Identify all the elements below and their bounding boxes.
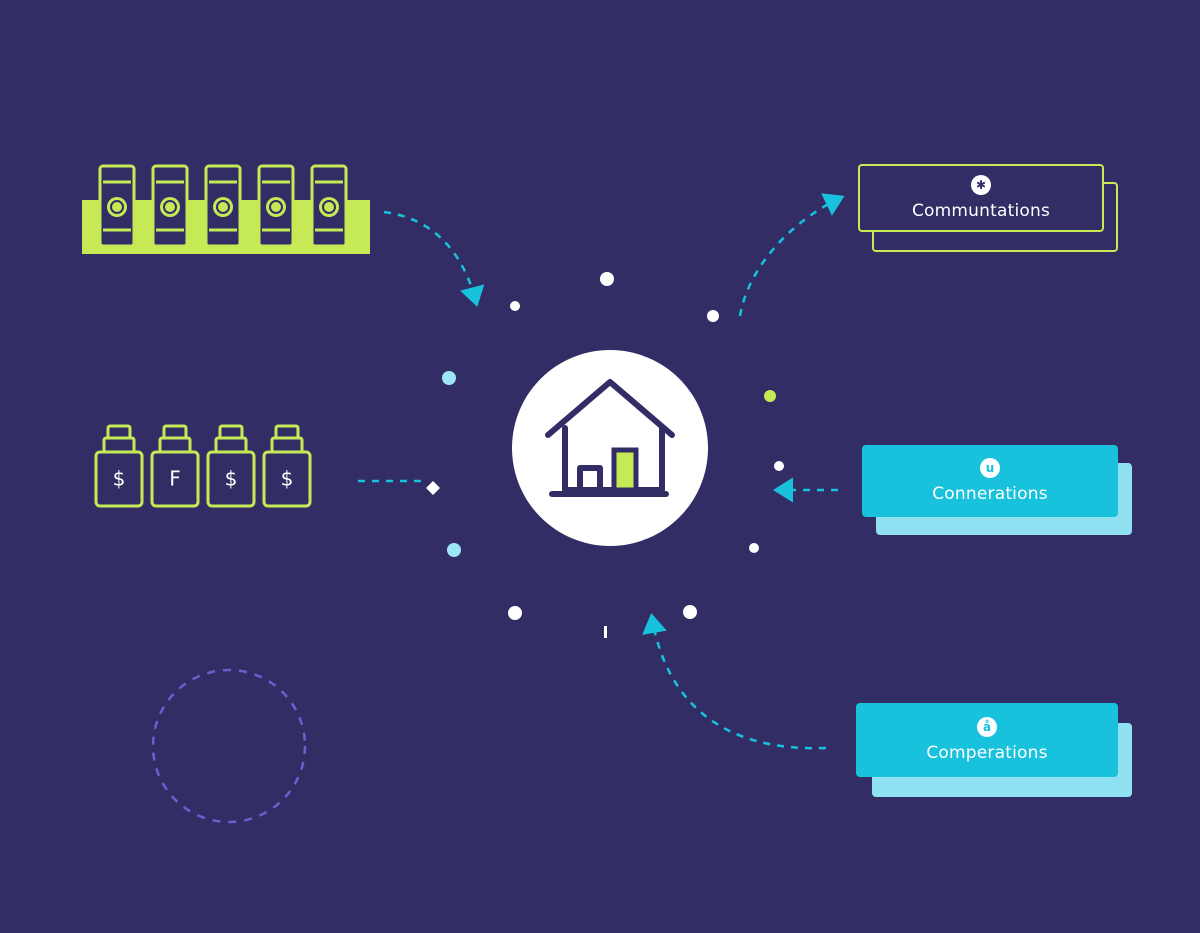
money-bag-label: $ — [113, 467, 126, 491]
scatter-dot — [600, 272, 614, 286]
tick-mark — [604, 626, 607, 638]
person-icon: å — [977, 717, 997, 737]
money-bag-icon: $ — [262, 424, 312, 508]
money-bag-icon: $ — [94, 424, 144, 508]
house-window — [577, 465, 603, 493]
card-label: Connerations — [932, 484, 1048, 504]
scatter-dot — [508, 606, 522, 620]
decorative-ring — [151, 668, 307, 824]
coin-jar-icon — [151, 164, 189, 248]
house-roof — [545, 379, 675, 438]
center-hub — [512, 350, 708, 546]
connerations-card[interactable]: u Connerations — [862, 445, 1134, 537]
coin-jar-strip — [82, 164, 370, 254]
arrow-from-coins — [383, 210, 485, 307]
coin-jar-icon — [310, 164, 348, 248]
card-label: Comperations — [926, 743, 1048, 763]
link-icon: u — [980, 458, 1000, 478]
communtations-card[interactable]: ✱ Communtations — [858, 164, 1120, 254]
scatter-dot — [683, 605, 697, 619]
money-bag-label: F — [169, 467, 181, 491]
arrow-comperations-link — [642, 613, 827, 750]
scatter-dot — [749, 543, 759, 553]
scatter-dot — [447, 543, 461, 557]
gear-icon: ✱ — [971, 175, 991, 195]
scatter-dot — [774, 461, 784, 471]
dashed-ring — [151, 668, 307, 824]
money-bag-label: $ — [225, 467, 238, 491]
coin-jar-icon — [204, 164, 242, 248]
scatter-dot — [510, 301, 520, 311]
house-door — [611, 447, 639, 493]
comperations-card[interactable]: å Comperations — [856, 703, 1134, 799]
coin-jar-icon — [98, 164, 136, 248]
money-bag-icon: F — [150, 424, 200, 508]
money-bag-icon: $ — [206, 424, 256, 508]
card-label: Communtations — [911, 201, 1051, 221]
scatter-dot — [764, 390, 776, 402]
coin-jar-icon — [257, 164, 295, 248]
money-bag-row: $ F $ $ — [94, 424, 312, 508]
flow-arrows — [358, 193, 845, 750]
arrow-to-communtations — [738, 193, 845, 317]
scatter-dots — [442, 272, 784, 638]
diamond-marker — [426, 481, 440, 495]
scatter-dot — [442, 371, 456, 385]
scatter-dot — [707, 310, 719, 322]
money-bag-label: $ — [281, 467, 294, 491]
